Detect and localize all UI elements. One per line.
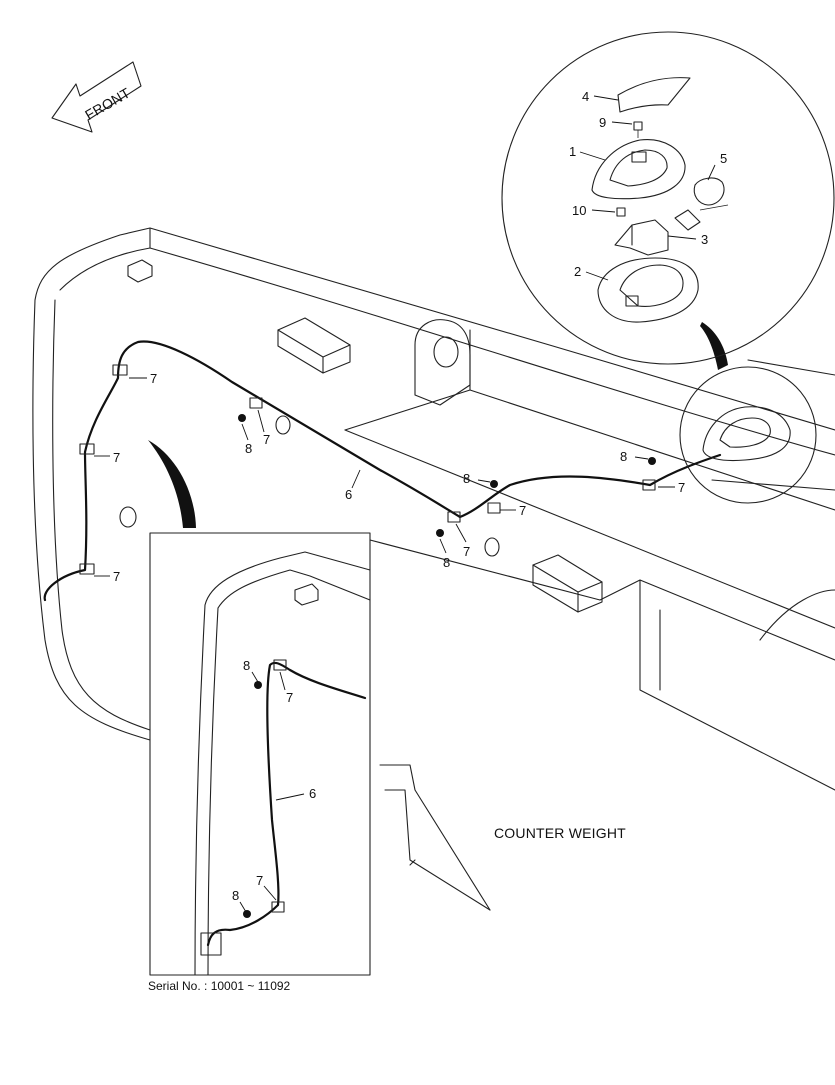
svg-text:3: 3 [701, 232, 708, 247]
serial-label: Serial No. : 10001 ~ 11092 [148, 979, 291, 993]
svg-text:1: 1 [569, 144, 576, 159]
detail-callouts: 4 9 1 5 10 3 2 [569, 89, 727, 281]
pointer-arrow-left [148, 440, 196, 528]
svg-text:7: 7 [463, 544, 470, 559]
svg-text:8: 8 [245, 441, 252, 456]
svg-text:6: 6 [345, 487, 352, 502]
bolts [238, 414, 656, 537]
svg-text:7: 7 [150, 371, 157, 386]
counterweight-label: COUNTER WEIGHT [494, 825, 626, 841]
svg-text:7: 7 [519, 503, 526, 518]
svg-text:7: 7 [286, 690, 293, 705]
lifting-eye [414, 319, 471, 406]
counterweight-body [32, 227, 835, 911]
svg-text:2: 2 [574, 264, 581, 279]
clips [79, 364, 656, 575]
svg-text:7: 7 [113, 569, 120, 584]
svg-text:7: 7 [678, 480, 685, 495]
top-blocks [127, 259, 603, 613]
beacon-detail-circle [501, 31, 835, 365]
round-bosses [119, 415, 500, 557]
svg-text:7: 7 [256, 873, 263, 888]
front-arrow: FRONT [51, 61, 142, 133]
cable-harness [43, 340, 722, 602]
pointer-arrow-right [700, 322, 728, 370]
svg-text:10: 10 [572, 203, 586, 218]
svg-text:4: 4 [582, 89, 589, 104]
svg-text:8: 8 [620, 449, 627, 464]
svg-text:8: 8 [232, 888, 239, 903]
svg-text:6: 6 [309, 786, 316, 801]
beacon-small-circle [679, 359, 835, 504]
svg-text:8: 8 [243, 658, 250, 673]
svg-text:7: 7 [113, 450, 120, 465]
svg-text:7: 7 [263, 432, 270, 447]
svg-text:8: 8 [443, 555, 450, 570]
svg-text:5: 5 [720, 151, 727, 166]
svg-text:9: 9 [599, 115, 606, 130]
svg-text:8: 8 [463, 471, 470, 486]
main-callouts: 7 7 7 7 8 6 7 8 8 7 8 7 [94, 371, 685, 584]
serial-inset: 7 8 6 7 8 [149, 532, 371, 976]
